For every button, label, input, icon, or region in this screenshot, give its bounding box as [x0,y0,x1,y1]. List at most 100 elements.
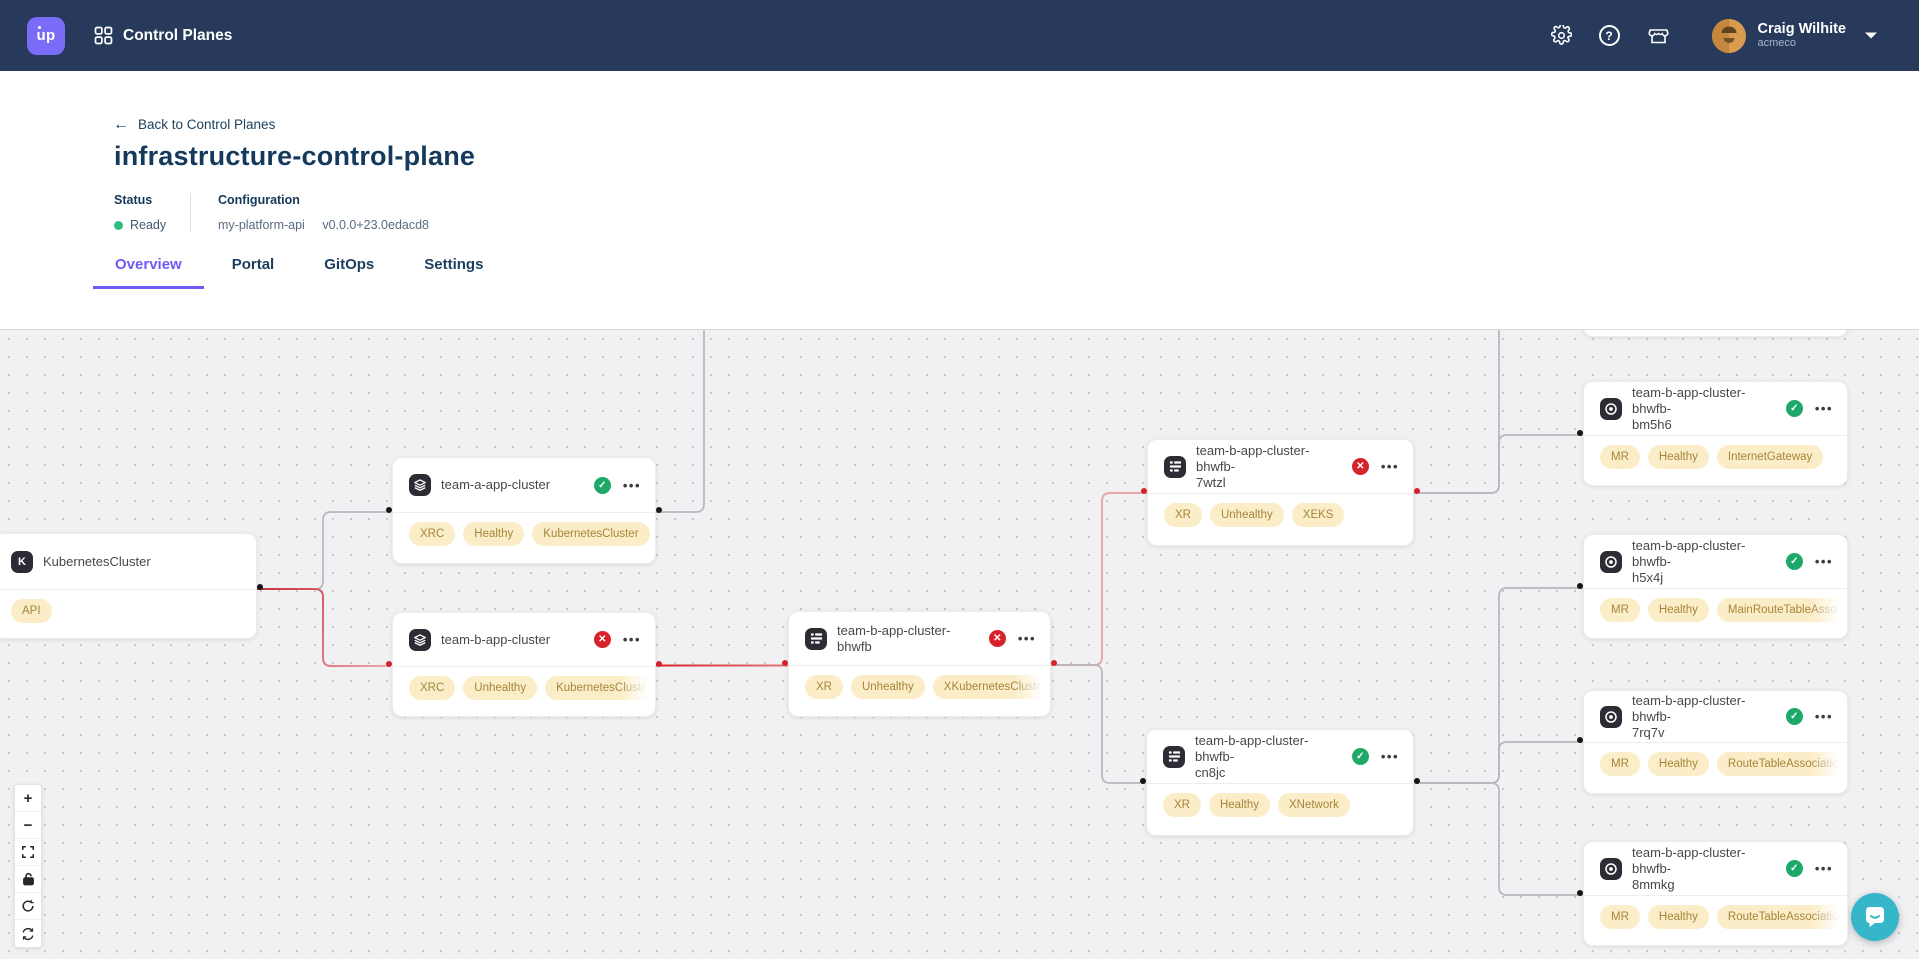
connection-handle-left[interactable] [782,660,788,666]
connection-handle-left[interactable] [1577,737,1583,743]
node-menu-button[interactable]: ••• [1380,749,1399,764]
composite-resource-icon [1164,455,1186,478]
app-title: Control Planes [123,26,233,44]
edge-kubernetescluster-to-team-b-app-cluster [257,588,390,667]
edge-team-b-app-cluster-bhwfb-7wtzl-to-offscreen-top [1414,330,1500,494]
node-partial-top-node[interactable] [1583,330,1848,337]
status-label: Status [114,193,153,207]
claim-layers-icon [409,628,431,651]
connection-handle-left[interactable] [1577,890,1583,896]
tab-overview[interactable]: Overview [93,256,204,289]
chat-launcher[interactable] [1851,893,1899,941]
marketplace-icon[interactable] [1647,25,1670,46]
refresh-button[interactable] [15,920,41,947]
node-label: team-a-app-cluster [441,477,551,492]
badge-truncation-fade [1014,667,1050,715]
connection-handle-left[interactable] [386,661,392,667]
configuration-version: v0.0.0+23.0edacd8 [322,218,430,232]
connection-handle-left[interactable] [1577,430,1583,436]
node-label: team-b-app-cluster-bhwfb-7rq7v [1632,692,1746,740]
badge: XR [1164,503,1202,527]
node-menu-button[interactable]: ••• [1017,631,1036,646]
connection-handle-right[interactable] [1051,660,1057,666]
connection-handle-left[interactable] [1140,778,1146,784]
badge: MR [1600,598,1640,622]
badge: XRC [409,676,456,700]
node-status-healthy-icon: ✓ [1785,860,1803,877]
chat-icon [1866,907,1884,927]
connection-handle-right[interactable] [656,507,662,513]
node-label: team-b-app-cluster [441,631,551,647]
settings-gear-icon[interactable] [1550,25,1572,46]
connection-handle-right[interactable] [1414,778,1420,784]
upbound-logo[interactable]: up [27,16,65,55]
fit-view-button[interactable] [15,839,41,866]
lock-button[interactable] [15,866,41,893]
edge-team-b-app-cluster-bhwfb-cn8jc-to-team-b-app-cluster-bhwfb-8mmkg [1414,782,1583,896]
help-icon[interactable]: ? [1598,25,1620,46]
node-label: team-b-app-cluster-bhwfb-7wtzl [1196,442,1310,490]
node-menu-button[interactable]: ••• [1814,861,1833,876]
connection-handle-left[interactable] [1141,488,1147,494]
status-value: Ready [130,218,167,232]
edge-team-b-app-cluster-bhwfb-cn8jc-to-team-b-app-cluster-bhwfb-7rq7v [1414,741,1583,784]
node-header: team-b-app-cluster-bhwfb-7rq7v ✓ ••• [1584,691,1847,743]
node-status-healthy-icon: ✓ [1785,708,1803,725]
connection-handle-right[interactable] [1414,488,1420,494]
node-menu-button[interactable]: ••• [622,477,641,493]
connection-handle-left[interactable] [386,507,392,513]
zoom-out-button[interactable]: − [15,812,41,839]
node-header: team-b-app-cluster✕••• [393,613,655,667]
managed-resource-icon [1600,550,1622,573]
node-status-error-icon: ✕ [1351,458,1369,475]
back-link[interactable]: ← Back to Control Planes [113,116,275,133]
edge-team-b-app-cluster-bhwfb-to-team-b-app-cluster-bhwfb-7wtzl [1051,492,1147,666]
status-block: Status Ready [114,193,190,232]
node-menu-button[interactable]: ••• [1814,709,1833,724]
tab-gitops[interactable]: GitOps [324,256,375,273]
tab-settings[interactable]: Settings [424,256,484,273]
status-ready-dot [114,220,123,230]
connection-handle-right[interactable] [257,584,263,590]
zoom-in-button[interactable]: + [15,785,41,812]
badge: XEKS [1291,503,1345,527]
node-badges: MRHealthyMainRouteTableAssociation [1584,589,1847,631]
badge: Healthy [1647,445,1709,469]
badge: XRC [409,522,456,546]
connection-handle-right[interactable] [656,661,662,667]
node-menu-button[interactable]: ••• [1814,554,1833,569]
user-menu[interactable]: Craig Wilhite acmeco [1711,18,1879,53]
back-arrow-icon: ← [113,116,129,133]
node-header: team-b-app-cluster-bhwfb-7wtzl ✕ ••• [1148,440,1413,494]
edge-team-b-app-cluster-bhwfb-cn8jc-to-team-b-app-cluster-bhwfb-h5x4j [1414,587,1583,784]
connection-handle-left[interactable] [1577,583,1583,589]
badge-truncation-fade [1811,744,1847,792]
tab-portal[interactable]: Portal [231,256,275,273]
reset-button[interactable] [15,893,41,920]
node-status-healthy-icon: ✓ [1785,553,1803,570]
node-menu-button[interactable]: ••• [622,632,641,647]
node-menu-button[interactable]: ••• [1814,401,1833,416]
node-menu-button[interactable]: ••• [1380,459,1399,474]
node-label: team-b-app-cluster-bhwfb-bm5h6 [1632,384,1746,432]
